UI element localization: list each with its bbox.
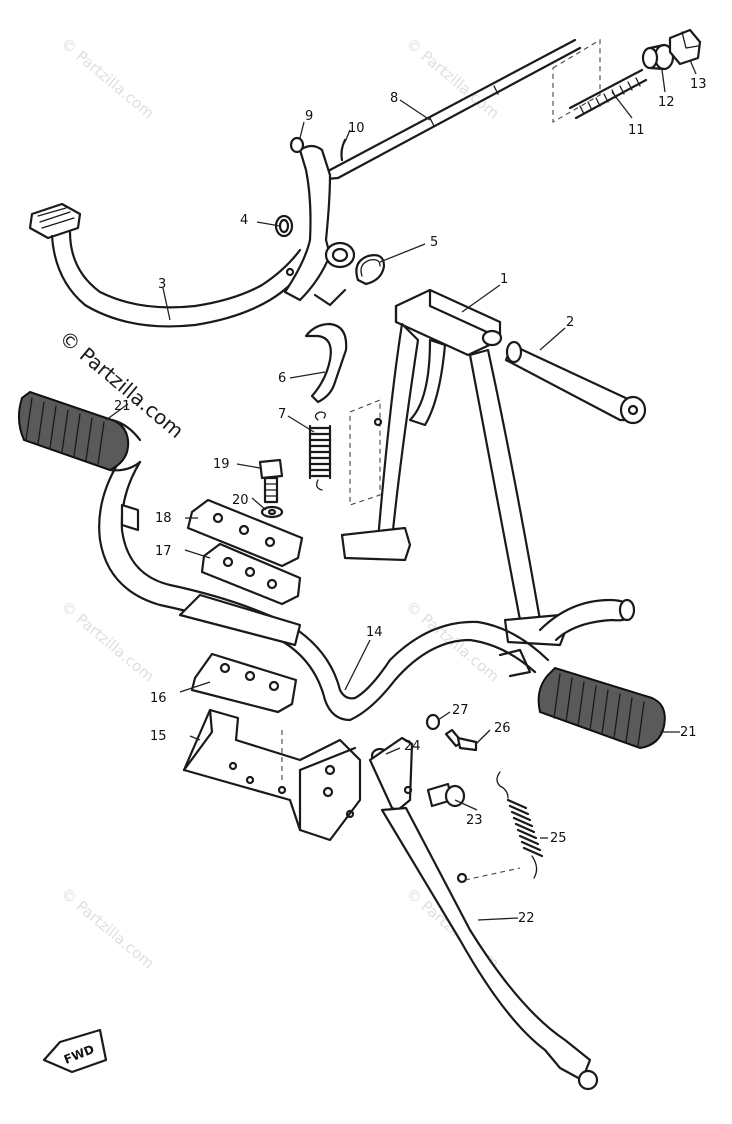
callout-19: 19 (213, 457, 230, 472)
part-22-side-stand (368, 736, 599, 1091)
watermark-layer: © Partzilla.com © Partzilla.com © Partzi… (55, 34, 503, 972)
part-15-bracket (182, 708, 362, 842)
callout-13: 13 (690, 77, 707, 92)
part-6-spring-hook (304, 322, 348, 404)
part-16-plate (190, 652, 298, 714)
callout-6: 6 (278, 371, 286, 386)
callout-21-left: 21 (114, 399, 131, 414)
part-5-spring-clip (355, 254, 386, 286)
callout-9: 9 (305, 109, 313, 124)
callout-10: 10 (348, 121, 365, 136)
callout-12: 12 (658, 95, 675, 110)
part-1-center-stand (340, 288, 636, 647)
callout-16: 16 (150, 691, 167, 706)
watermark-text: © Partzilla.com (57, 597, 157, 685)
part-17-plate (200, 542, 302, 606)
callout-5: 5 (430, 235, 438, 250)
leader-lines (105, 59, 697, 921)
watermark-text: © Partzilla.com (402, 34, 502, 122)
part-3-brake-pedal (28, 144, 356, 328)
callout-20: 20 (232, 493, 249, 508)
callout-4: 4 (240, 213, 248, 228)
part-9-washer (289, 136, 305, 154)
watermark-text: © Partzilla.com (57, 884, 157, 972)
part-25-spring (496, 771, 544, 879)
callout-8: 8 (390, 91, 398, 106)
callout-14: 14 (366, 625, 383, 640)
callout-2: 2 (566, 315, 574, 330)
callout-25: 25 (550, 831, 567, 846)
part-7-coil-spring (308, 411, 332, 491)
part-14-footrest-bar (98, 458, 550, 722)
callout-26: 26 (494, 721, 511, 736)
callout-3: 3 (158, 277, 166, 292)
callout-18: 18 (155, 511, 172, 526)
callout-22: 22 (518, 911, 535, 926)
part-18-plate (186, 498, 304, 568)
fwd-badge: FWD (42, 1028, 108, 1074)
callout-23: 23 (466, 813, 483, 828)
callout-15: 15 (150, 729, 167, 744)
part-21-right-grip (537, 666, 666, 750)
part-8-rod (323, 38, 582, 181)
part-10-pin (340, 138, 347, 162)
part-21-left-grip (18, 390, 142, 472)
callout-17: 17 (155, 544, 172, 559)
callout-24: 24 (404, 739, 421, 754)
callout-11: 11 (628, 123, 645, 138)
part-19-bolt (258, 458, 284, 504)
part-26-bolt (444, 728, 478, 752)
callout-27: 27 (452, 703, 469, 718)
callout-21-right: 21 (680, 725, 697, 740)
part-13-nut (668, 28, 702, 66)
part-11-threaded-rod (568, 68, 648, 120)
part-20-washer (260, 505, 284, 519)
part-27-washer (425, 713, 441, 731)
callout-labels: 1 2 3 4 5 6 7 8 9 10 11 12 13 14 15 16 1… (114, 77, 707, 926)
watermark-text: © Partzilla.com (57, 34, 157, 122)
part-23-bolt (426, 782, 466, 808)
part-12-washer (641, 43, 675, 71)
callout-1: 1 (500, 272, 508, 287)
callout-7: 7 (278, 407, 286, 422)
part-2-pivot-shaft (504, 340, 647, 425)
